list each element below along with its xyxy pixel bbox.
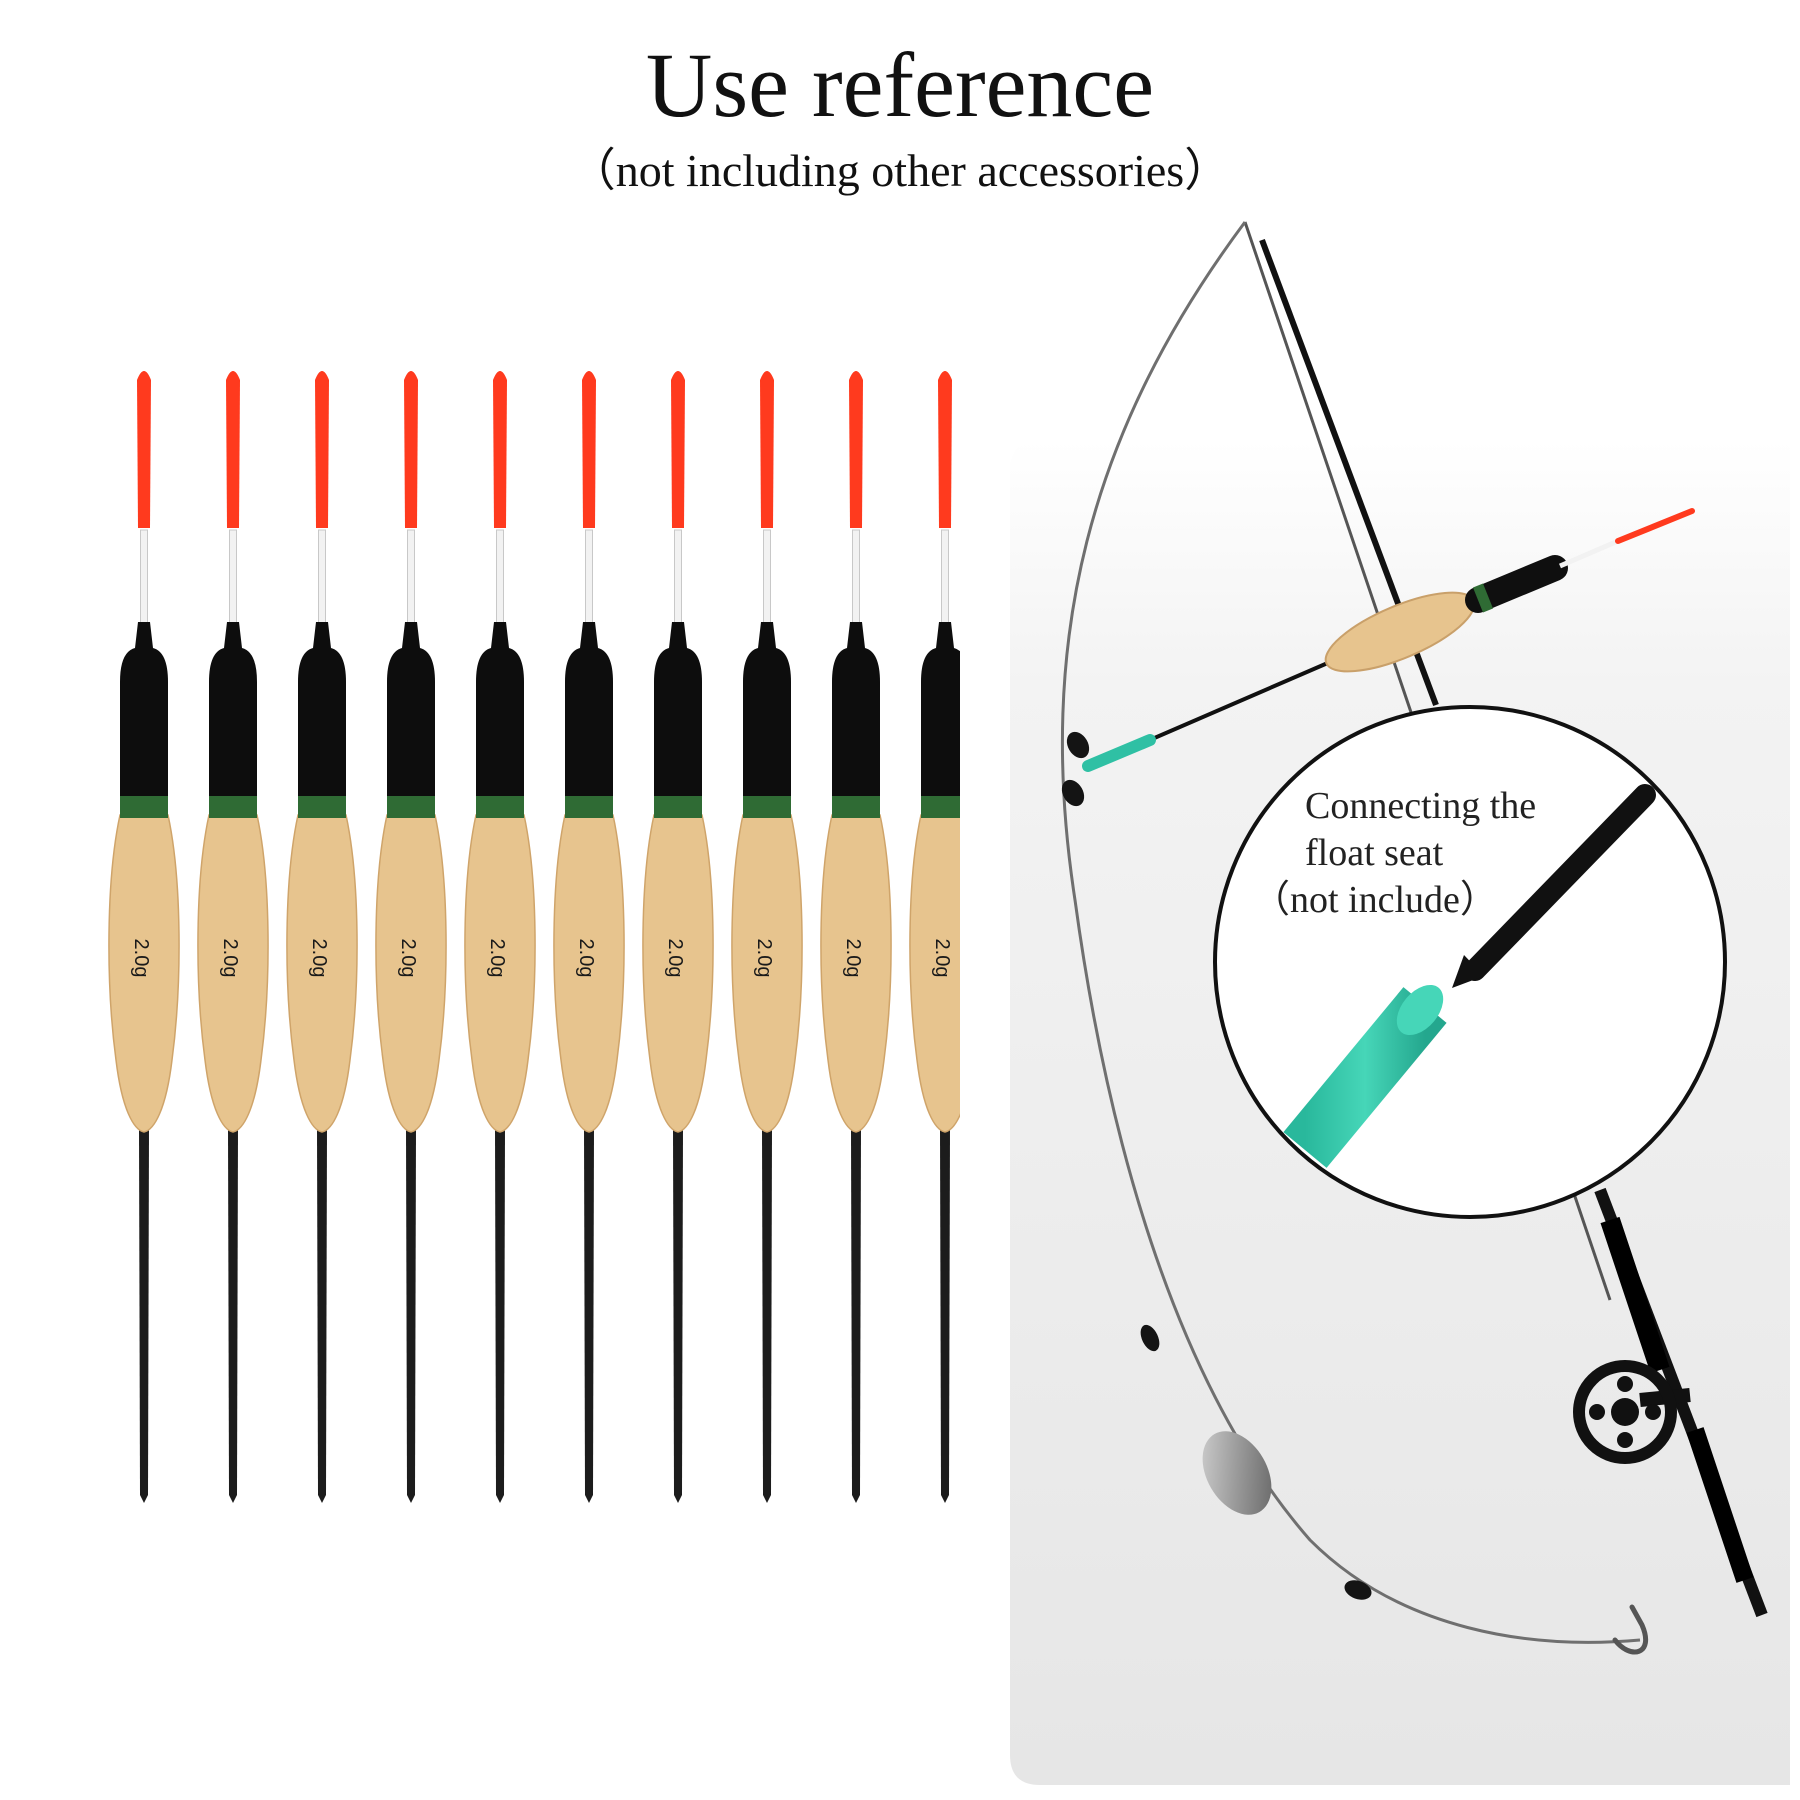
float-red-tip xyxy=(582,371,596,528)
float-weight-label: 2.0g xyxy=(486,939,508,978)
float-green-ring xyxy=(654,796,702,818)
float-cork-body xyxy=(553,814,625,1133)
float-black-collar xyxy=(387,622,435,800)
float-weight-label: 2.0g xyxy=(664,939,686,978)
float-red-tip xyxy=(404,371,418,528)
float-on-line xyxy=(1082,508,1695,772)
hook-icon xyxy=(1612,1604,1649,1655)
float-10: 2.0g xyxy=(909,371,960,1503)
float-black-collar xyxy=(209,622,257,800)
float-red-tip xyxy=(849,371,863,528)
fishing-line xyxy=(1060,221,1641,1644)
float-weight-label: 2.0g xyxy=(931,939,953,978)
float-9: 2.0g xyxy=(820,371,892,1503)
callout-line-3: （not include） xyxy=(1252,879,1498,921)
float-weight-label: 2.0g xyxy=(753,939,775,978)
float-red-tip xyxy=(760,371,774,528)
float-black-collar xyxy=(921,622,960,800)
float-black-collar xyxy=(298,622,346,800)
float-bottom-stem xyxy=(139,1128,149,1503)
float-red-tip xyxy=(315,371,329,528)
float-4: 2.0g xyxy=(375,371,447,1503)
float-green-ring xyxy=(565,796,613,818)
float-2: 2.0g xyxy=(197,371,269,1503)
float-cork-body xyxy=(820,814,892,1133)
float-bottom-stem xyxy=(584,1128,594,1503)
float-weight-label: 2.0g xyxy=(308,939,330,978)
page-title: Use reference xyxy=(645,34,1155,136)
float-bottom-stem xyxy=(406,1128,416,1503)
float-cork-body xyxy=(375,814,447,1133)
float-cork-body xyxy=(731,814,803,1133)
float-bottom-stem xyxy=(851,1128,861,1503)
float-green-ring xyxy=(387,796,435,818)
float-bottom-stem xyxy=(228,1128,238,1503)
float-cork-body xyxy=(286,814,358,1133)
float-weight-label: 2.0g xyxy=(842,939,864,978)
float-black-collar xyxy=(565,622,613,800)
float-bottom-stem xyxy=(317,1128,327,1503)
sinker-weight xyxy=(1202,1431,1272,1515)
float-red-tip xyxy=(493,371,507,528)
float-bottom-stem xyxy=(940,1128,950,1503)
float-green-ring xyxy=(832,796,880,818)
line-stoppers xyxy=(1061,731,1372,1600)
float-black-collar xyxy=(120,622,168,800)
page-subtitle: （not including other accessories） xyxy=(569,145,1231,196)
float-red-tip xyxy=(226,371,240,528)
float-7: 2.0g xyxy=(642,371,714,1503)
float-seat-callout: Connecting the float seat （not include） xyxy=(1213,705,1727,1219)
float-black-collar xyxy=(654,622,702,800)
float-green-ring xyxy=(298,796,346,818)
float-bottom-stem xyxy=(762,1128,772,1503)
float-bottom-stem xyxy=(673,1128,683,1503)
callout-line-1: Connecting the xyxy=(1305,785,1536,827)
float-green-ring xyxy=(921,796,960,818)
float-cork-body xyxy=(642,814,714,1133)
float-green-ring xyxy=(209,796,257,818)
float-weight-label: 2.0g xyxy=(397,939,419,978)
float-6: 2.0g xyxy=(553,371,625,1503)
float-product-row: 2.0g 2.0g 2.0g 2.0g 2.0g 2.0g 2.0g 2.0g 2.0g 2.0g xyxy=(108,371,960,1503)
float-1: 2.0g xyxy=(108,371,180,1503)
float-5: 2.0g xyxy=(464,371,536,1503)
float-red-tip xyxy=(671,371,685,528)
float-weight-label: 2.0g xyxy=(130,939,152,978)
float-cork-body xyxy=(464,814,536,1133)
reel-icon xyxy=(1573,1360,1691,1464)
float-weight-label: 2.0g xyxy=(219,939,241,978)
float-weight-label: 2.0g xyxy=(575,939,597,978)
float-bottom-stem xyxy=(495,1128,505,1503)
float-black-collar xyxy=(832,622,880,800)
float-green-ring xyxy=(120,796,168,818)
float-black-collar xyxy=(476,622,524,800)
float-8: 2.0g xyxy=(731,371,803,1503)
float-green-ring xyxy=(476,796,524,818)
float-3: 2.0g xyxy=(286,371,358,1503)
float-red-tip xyxy=(938,371,952,528)
float-cork-body xyxy=(197,814,269,1133)
float-cork-body xyxy=(108,814,180,1133)
float-black-collar xyxy=(743,622,791,800)
float-green-ring xyxy=(743,796,791,818)
callout-line-2: float seat xyxy=(1305,832,1444,874)
float-red-tip xyxy=(137,371,151,528)
float-cork-body xyxy=(909,814,960,1133)
